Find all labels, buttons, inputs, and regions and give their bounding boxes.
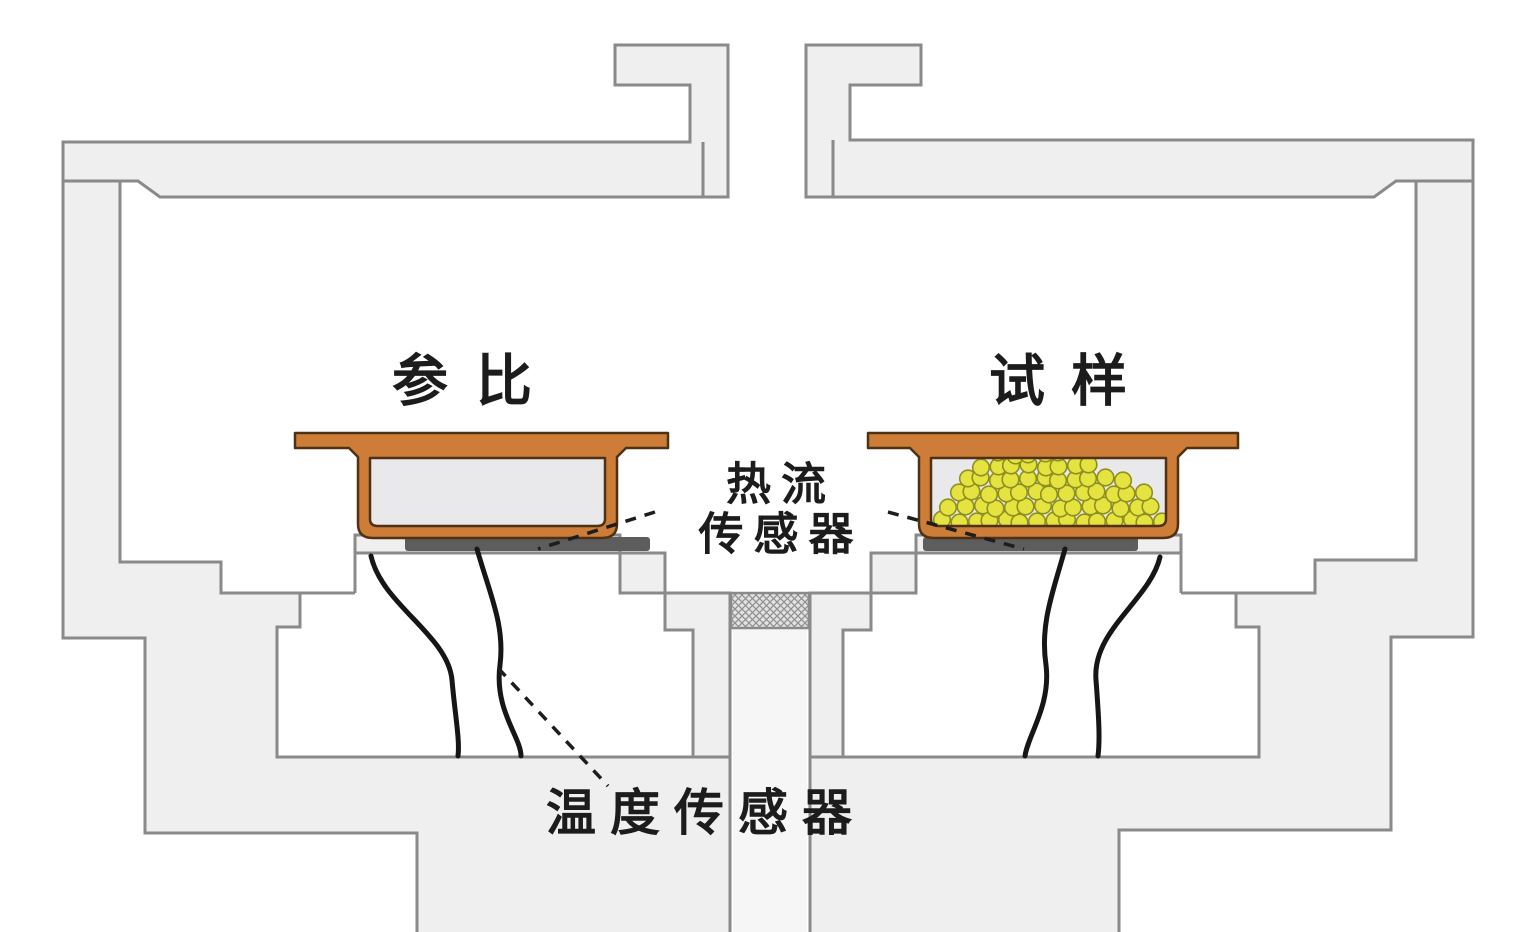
center-tube-interior bbox=[733, 594, 807, 932]
sample-bead bbox=[1087, 482, 1106, 501]
heat-flow-sensor-plate-left bbox=[405, 537, 650, 551]
platform-support-right bbox=[869, 551, 918, 595]
sample-bead bbox=[1152, 512, 1166, 526]
leader-heatflow-right bbox=[887, 510, 1025, 551]
heat-flow-sensor-label: 热流 传感器 bbox=[698, 457, 864, 561]
wire-left-2 bbox=[474, 546, 524, 759]
sample-bead bbox=[971, 458, 991, 477]
sample-bead bbox=[1010, 513, 1029, 526]
wire-left-1 bbox=[368, 553, 461, 759]
sample-bead bbox=[1027, 512, 1047, 526]
thermocouple-wires-left bbox=[368, 546, 524, 759]
center-post-hatched-plug bbox=[729, 591, 811, 630]
sample-bead bbox=[1134, 483, 1154, 502]
heat-flow-sensor-label-line2: 传感器 bbox=[698, 508, 864, 561]
sample-bead bbox=[1096, 468, 1115, 487]
sample-bead bbox=[1009, 483, 1029, 502]
sample-label: 试样 bbox=[989, 348, 1153, 415]
thermocouple-wires-right bbox=[1022, 546, 1163, 759]
floor-seam-left bbox=[300, 553, 357, 595]
heat-flow-sensor-plate-right bbox=[923, 537, 1138, 551]
wire-right-1 bbox=[1022, 546, 1068, 759]
leader-heatflow-left bbox=[537, 510, 656, 551]
reference-label: 参比 bbox=[392, 348, 560, 415]
sample-bead bbox=[1087, 512, 1107, 526]
furnace-body-right bbox=[808, 179, 1475, 932]
temperature-sensor-label: 温度传感器 bbox=[546, 783, 866, 842]
sample-bead bbox=[1057, 484, 1076, 503]
sample-bead bbox=[979, 485, 999, 504]
leader-temperature bbox=[496, 666, 610, 788]
sample-bead bbox=[1113, 471, 1133, 490]
sample-bead bbox=[938, 498, 958, 517]
reference-crucible bbox=[293, 431, 670, 540]
sample-bead bbox=[1135, 513, 1154, 526]
floor-seam-right bbox=[1179, 553, 1236, 595]
sample-bead bbox=[950, 513, 969, 526]
reference-crucible-interior bbox=[370, 456, 605, 526]
furnace-body-left bbox=[61, 179, 732, 932]
wire-right-2 bbox=[1093, 554, 1163, 759]
heat-flow-sensor-label-line1: 热流 bbox=[725, 457, 837, 511]
sample-granules bbox=[932, 450, 1166, 526]
leader-lines bbox=[496, 510, 1025, 788]
platform-support-left bbox=[618, 551, 667, 595]
sample-bead bbox=[1039, 485, 1059, 504]
